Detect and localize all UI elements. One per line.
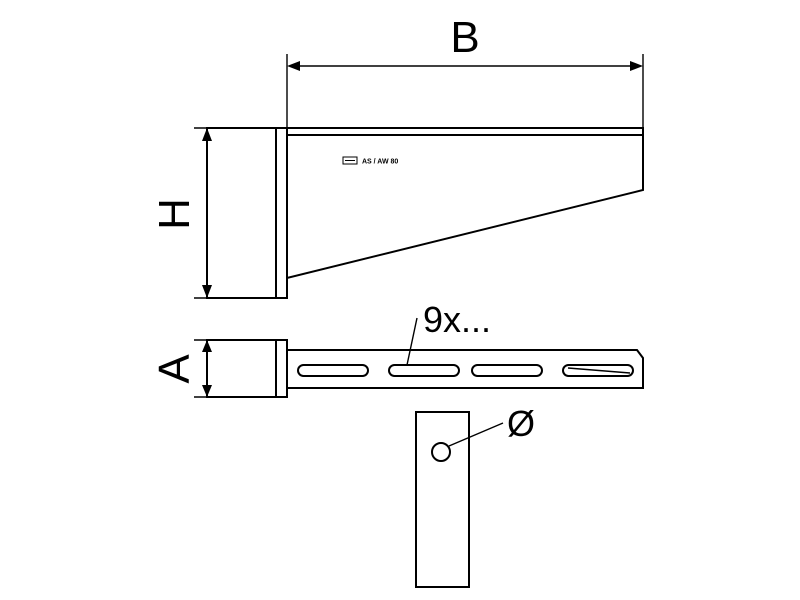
- dimension-b-arrow-left: [287, 61, 300, 71]
- wall-plate-side: [206, 127, 277, 299]
- dimension-h-label: H: [150, 198, 199, 230]
- slot-count-leader: [406, 317, 418, 366]
- cantilever-arm-side: [286, 127, 644, 280]
- slot-2: [388, 364, 460, 377]
- wall-plate-top: [206, 339, 277, 398]
- wall-plate-front: [415, 411, 470, 588]
- slot-1: [297, 364, 369, 377]
- slot-3: [471, 364, 543, 377]
- wall-plate-edge-top: [275, 339, 288, 398]
- dimension-b-label: B: [450, 13, 479, 62]
- wall-plate-detail: Ø: [415, 403, 535, 588]
- dimension-a: A: [150, 339, 276, 398]
- slot-count-label: 9x...: [423, 299, 491, 340]
- part-marking-text: AS / AW 80: [362, 159, 398, 166]
- slot-4-hatch: [567, 367, 631, 374]
- hole-diameter-leader: [448, 422, 504, 447]
- wall-plate-edge: [275, 127, 288, 299]
- slot-row: [297, 364, 634, 377]
- mounting-hole: [431, 442, 451, 462]
- dimension-a-label: A: [150, 354, 199, 384]
- dimension-h: H: [150, 127, 276, 299]
- slot-4: [562, 364, 634, 377]
- dimension-b-arrow-right: [630, 61, 643, 71]
- hole-diameter-label: Ø: [507, 403, 535, 444]
- part-marking: AS / AW 80: [342, 156, 398, 166]
- cantilever-arm-top: [286, 349, 644, 389]
- dimension-b: B: [286, 13, 644, 130]
- bracket-top-view: 9x...: [206, 299, 644, 398]
- bracket-side-view: AS / AW 80: [206, 127, 644, 299]
